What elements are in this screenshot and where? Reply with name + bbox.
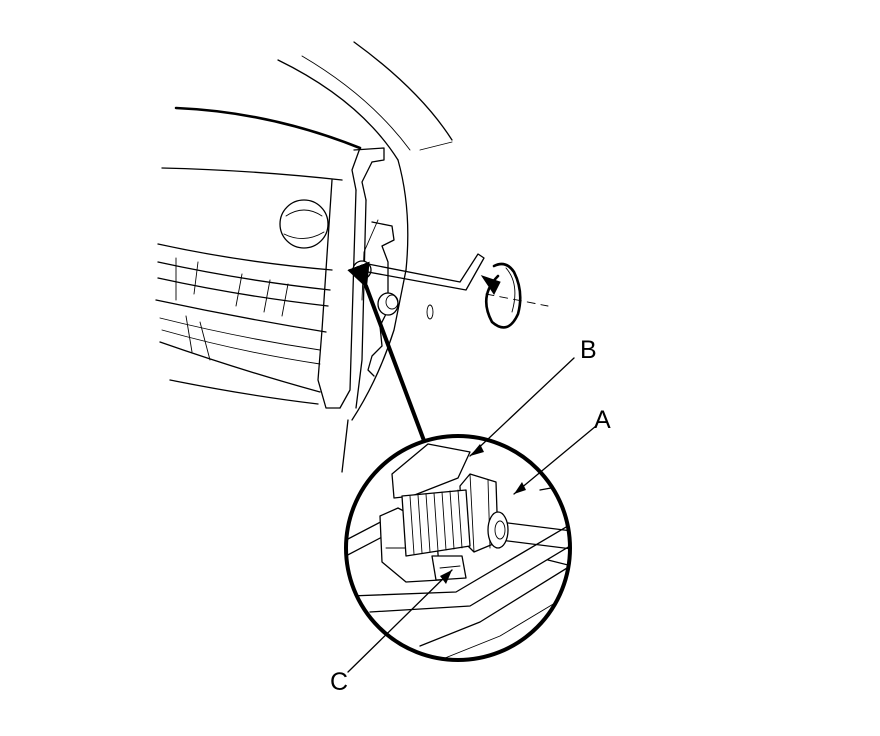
glovebox-knob xyxy=(279,199,329,249)
detail-leader-arrow xyxy=(347,261,428,448)
adjuster-bolt xyxy=(352,260,434,320)
callout-label-b: B xyxy=(580,336,597,364)
dashboard-body xyxy=(161,106,385,409)
detail-magnifier xyxy=(344,434,572,662)
door-pillar xyxy=(277,41,453,473)
glovebox-compartment xyxy=(155,243,333,405)
callout-label-c: C xyxy=(330,668,348,696)
callout-label-a: A xyxy=(594,406,611,434)
hex-key-tool xyxy=(367,253,485,291)
rotate-arrow-icon xyxy=(480,262,522,329)
adjuster-axis-line xyxy=(485,293,549,307)
callout-leaders xyxy=(347,357,597,673)
